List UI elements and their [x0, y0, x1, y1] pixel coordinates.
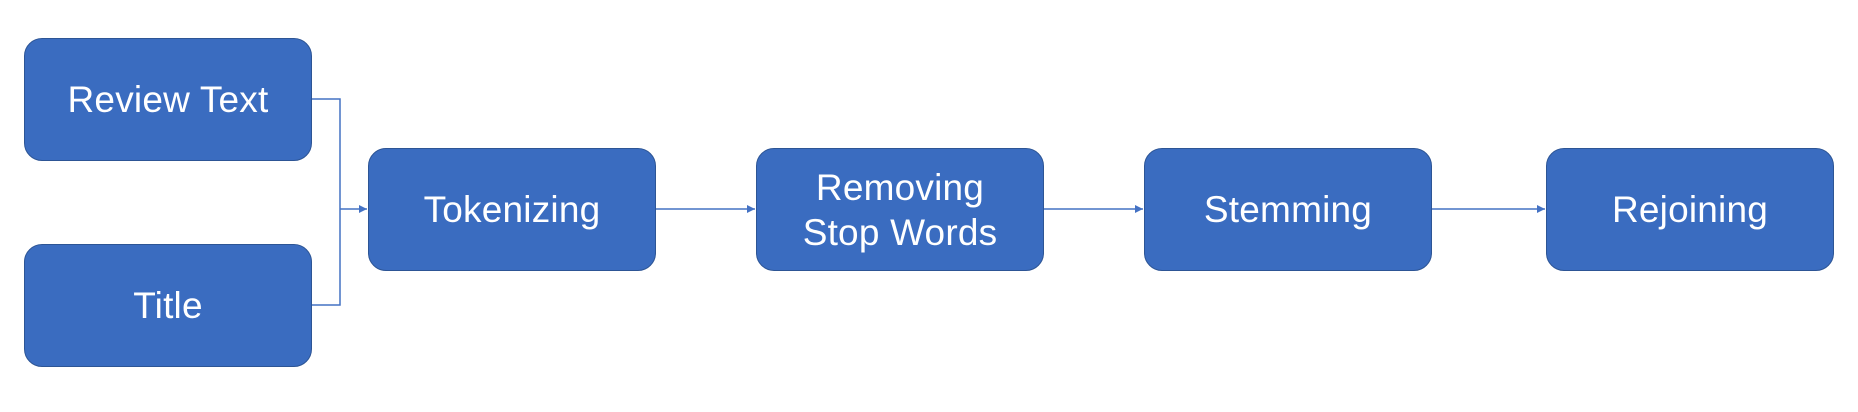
node-rejoining-label: Rejoining: [1611, 189, 1769, 230]
node-title: Title: [24, 244, 312, 367]
node-review-text: Review Text: [24, 38, 312, 161]
connector-title-to-tokenizing: [312, 209, 341, 306]
node-stemming-label: Stemming: [1203, 189, 1373, 230]
node-removing-stop-words: Removing Stop Words: [756, 148, 1044, 271]
node-tokenizing-label: Tokenizing: [423, 189, 601, 230]
node-removing-stop-words-label: Removing Stop Words: [802, 166, 998, 253]
node-rejoining: Rejoining: [1546, 148, 1834, 271]
node-stemming: Stemming: [1144, 148, 1432, 271]
node-title-label: Title: [133, 285, 203, 326]
node-tokenizing: Tokenizing: [368, 148, 656, 271]
connector-review-text-to-tokenizing: [312, 98, 341, 209]
node-review-text-label: Review Text: [67, 79, 269, 120]
